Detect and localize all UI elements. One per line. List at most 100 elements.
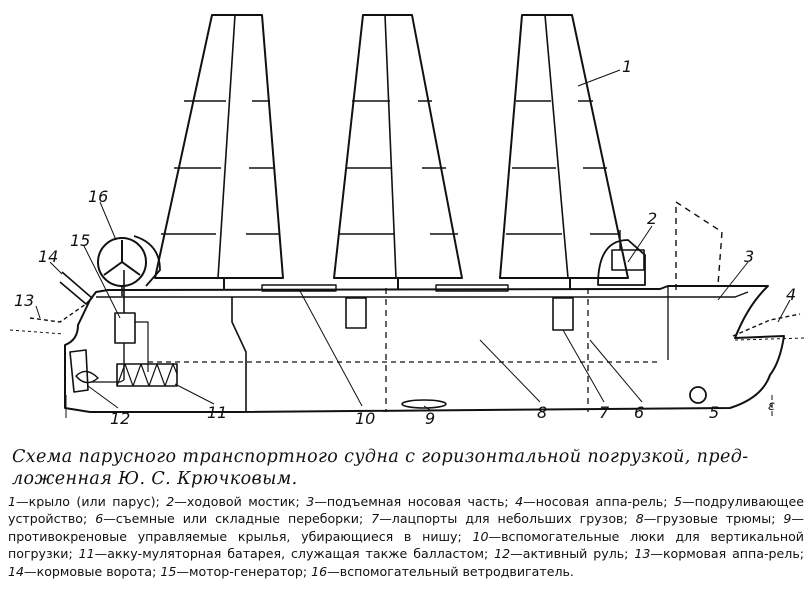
wing-sail-2-spar: [384, 14, 397, 279]
leader-4: [777, 299, 791, 323]
label-10: 10: [355, 409, 375, 428]
leader-13: [35, 305, 41, 319]
leader-2: [627, 225, 653, 263]
legend-item-number: 16: [311, 563, 328, 579]
legend-item-dash: —: [488, 528, 502, 544]
legend-item-dash: —: [510, 546, 523, 562]
legend-item-dash: —: [24, 563, 37, 579]
legend-item: 14—кормовые ворота;: [8, 564, 160, 579]
legend-item-dash: —: [176, 563, 190, 579]
legend-item: 12—активный руль;: [494, 546, 634, 561]
legend-item: 7—лацпорты для небольших грузов;: [371, 511, 636, 526]
wing-sail-2-ribs: [338, 100, 394, 235]
legend-item-number: 6: [95, 511, 104, 527]
wing-sail-3-outline: [499, 14, 629, 279]
ship-diagram-svg: 1 2 3 4 5 6 7 8 9 10 11 12 13 14 15 16 ɛ: [9, 14, 806, 428]
legend-item-number: 8: [635, 511, 644, 527]
leader-lines: [35, 69, 791, 411]
wind-turbine-blades: [103, 240, 141, 276]
legend-item-number: 9: [783, 511, 792, 527]
legend-item-number: 10: [472, 528, 489, 544]
legend-item-number: 7: [371, 511, 380, 527]
leader-3: [717, 261, 749, 301]
wing-sail-1-ribs-aft: [246, 100, 280, 235]
engine-room-bulkhead: [231, 297, 247, 412]
legend-item-text: подруливающее устройство;: [8, 494, 805, 527]
bow-thruster: [689, 386, 707, 404]
battery-hatching: [116, 363, 178, 387]
legend-item-text: активный руль;: [522, 546, 635, 562]
label-6: 6: [634, 403, 644, 422]
label-11: 11: [207, 403, 227, 422]
legend-item: 1—крыло (или парус);: [8, 494, 166, 509]
ship-diagram: 1 2 3 4 5 6 7 8 9 10 11 12 13 14 15 16 ɛ: [9, 14, 806, 428]
legend-item: 13—кормовая аппа-рель;: [634, 546, 804, 561]
label-16: 16: [88, 187, 108, 206]
legend-item-text: мотор-генератор;: [189, 563, 312, 579]
label-15: 15: [70, 231, 90, 250]
leader-7: [562, 329, 605, 403]
legend-item-dash: —: [314, 494, 327, 509]
legend-item-text: акку-муляторная батарея, служащая также …: [107, 546, 495, 562]
lifting-bow-raised: [675, 201, 723, 290]
figure-legend: 1—крыло (или парус); 2—ходовой мостик; 3…: [8, 493, 804, 580]
wing-sail-1-ribs: [161, 100, 226, 235]
legend-item-text: вспомогательный ветродвигатель.: [339, 563, 574, 579]
figure-caption: Схема парусного транспортного судна с го…: [12, 447, 749, 489]
rudder-trunk: [92, 379, 125, 383]
bridge-cabin: [611, 249, 645, 271]
wing-sail-3-ribs: [506, 100, 562, 235]
legend-item-dash: —: [379, 511, 392, 527]
legend-item-number: 12: [494, 546, 511, 562]
legend-item-text: грузовые трюмы;: [656, 511, 784, 527]
leader-6: [589, 339, 643, 403]
legend-item: 16—вспомогательный ветродвигатель.: [311, 564, 574, 579]
rudder-propeller: [75, 370, 99, 384]
label-14: 14: [38, 247, 58, 266]
legend-item-text: вспомогательные люки для вертикальной по…: [8, 528, 804, 562]
leader-12: [87, 385, 119, 409]
motor-generator: [114, 312, 136, 344]
leader-10: [299, 290, 363, 407]
legend-item: 8—грузовые трюмы;: [636, 511, 784, 526]
legend-item: 2—ходовой мостик;: [166, 494, 306, 509]
legend-item-dash: —: [650, 546, 663, 562]
legend-item-dash: —: [327, 563, 340, 579]
stern-gate: [59, 271, 93, 305]
legend-item-text: подъемная носовая часть;: [326, 494, 516, 509]
hatch-2: [435, 284, 509, 292]
wing-sail-2-outline: [333, 14, 463, 279]
leader-15: [83, 245, 121, 319]
leader-9: [423, 405, 431, 411]
legend-item: 15—мотор-генератор;: [160, 564, 311, 579]
legend-item-dash: —: [94, 546, 108, 562]
label-5: 5: [709, 403, 719, 422]
legend-item-number: 14: [8, 563, 25, 579]
power-cable: [135, 321, 149, 372]
legend-item-dash: —: [643, 511, 657, 527]
anti-roll-wing: [401, 399, 447, 409]
side-port-2: [552, 297, 574, 331]
label-13: 13: [14, 291, 34, 310]
legend-item-text: носовая аппа-рель;: [535, 494, 674, 509]
legend-item-dash: —: [174, 494, 187, 509]
wing-sail-2-ribs-aft: [418, 100, 458, 235]
stern-ramp: [29, 303, 87, 323]
hatch-1: [261, 284, 337, 292]
wing-sail-3-ribs-aft: [578, 100, 620, 235]
label-2: 2: [647, 209, 657, 228]
legend-item-number: 13: [634, 546, 651, 562]
legend-item-text: кормовые ворота;: [36, 563, 161, 579]
hull-outline: [64, 285, 785, 413]
legend-item-number: 2: [166, 494, 175, 509]
legend-item-number: 3: [306, 494, 315, 509]
label-12: 12: [110, 409, 130, 428]
legend-item: 5—подруливающее устройство;: [8, 494, 804, 526]
legend-item-dash: —: [523, 494, 536, 509]
label-3: 3: [744, 247, 754, 266]
bow-ramp: [732, 313, 801, 337]
bow-deck: [668, 291, 749, 298]
legend-item-text: лацпорты для небольших грузов;: [391, 511, 636, 527]
legend-item-dash: —: [791, 511, 804, 527]
leader-8: [479, 339, 541, 403]
